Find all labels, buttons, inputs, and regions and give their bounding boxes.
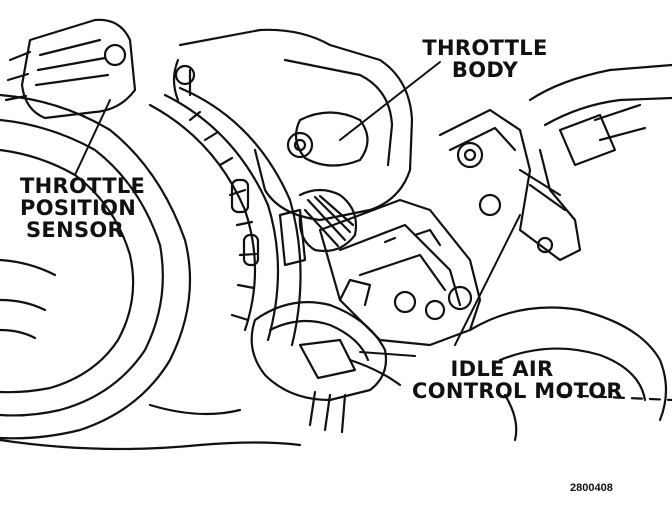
- tps-body: [4, 18, 137, 120]
- iac-motor-body: [318, 198, 482, 347]
- label-line: IDLE AIR: [450, 357, 554, 381]
- right-pipe: [518, 63, 672, 212]
- label-line: THROTTLE: [20, 174, 146, 198]
- mounting-bracket: [438, 108, 582, 262]
- label-line: SENSOR: [26, 218, 124, 242]
- leader-lines: [74, 61, 521, 357]
- iac-connector: [250, 278, 402, 434]
- bellows-ring: [148, 86, 302, 347]
- air-intake-duct: [0, 93, 192, 440]
- label-line: BODY: [451, 58, 519, 82]
- label-throttle-body: THROTTLE BODY: [420, 37, 550, 81]
- label-line: THROTTLE: [422, 36, 548, 60]
- label-line: POSITION: [20, 196, 137, 220]
- spring-linkage: [278, 188, 358, 267]
- label-line: CONTROL MOTOR: [412, 379, 623, 403]
- lower-right-housing: [468, 306, 672, 442]
- label-throttle-position-sensor: THROTTLE POSITION SENSOR: [20, 174, 146, 242]
- lower-manifold-edge: [0, 403, 302, 451]
- figure-id: 2800408: [570, 482, 613, 494]
- throttle-body-casting: [172, 28, 414, 222]
- label-idle-air-control-motor: IDLE AIR CONTROL MOTOR: [412, 357, 623, 403]
